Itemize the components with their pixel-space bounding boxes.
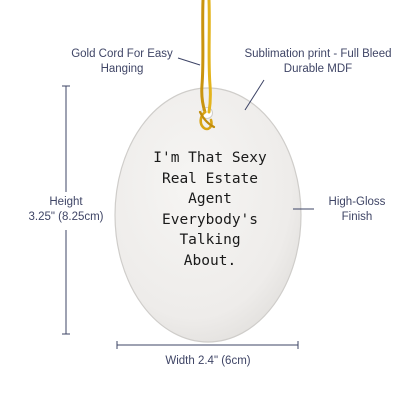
height-annotation-line2: 3.25" (8.25cm) <box>28 211 104 223</box>
print-annotation-line1: Sublimation print - Full Bleed <box>244 48 392 60</box>
height-annotation: Height 3.25" (8.25cm) <box>16 195 116 225</box>
finish-annotation: High-Gloss Finish <box>312 195 402 225</box>
print-annotation-line2: Durable MDF <box>283 63 353 75</box>
cord-annotation: Gold Cord For Easy Hanging <box>56 47 188 77</box>
cord-pointer-line <box>177 57 201 66</box>
width-annotation-line1: Width 2.4" (6cm) <box>165 355 251 367</box>
print-pointer-line <box>244 79 265 111</box>
cord-annotation-line2: Hanging <box>100 63 144 75</box>
finish-annotation-line2: Finish <box>341 211 373 223</box>
ornament-print-text: I'm That Sexy Real Estate Agent Everybod… <box>153 150 267 269</box>
width-annotation: Width 2.4" (6cm) <box>148 354 268 369</box>
height-annotation-line1: Height <box>49 196 83 208</box>
gold-cord <box>198 0 216 131</box>
print-annotation: Sublimation print - Full Bleed Durable M… <box>228 47 408 77</box>
ornament-body <box>114 87 302 343</box>
guide-lines <box>62 57 314 349</box>
cord-annotation-line1: Gold Cord For Easy <box>71 48 173 60</box>
finish-annotation-line1: High-Gloss <box>328 196 386 208</box>
